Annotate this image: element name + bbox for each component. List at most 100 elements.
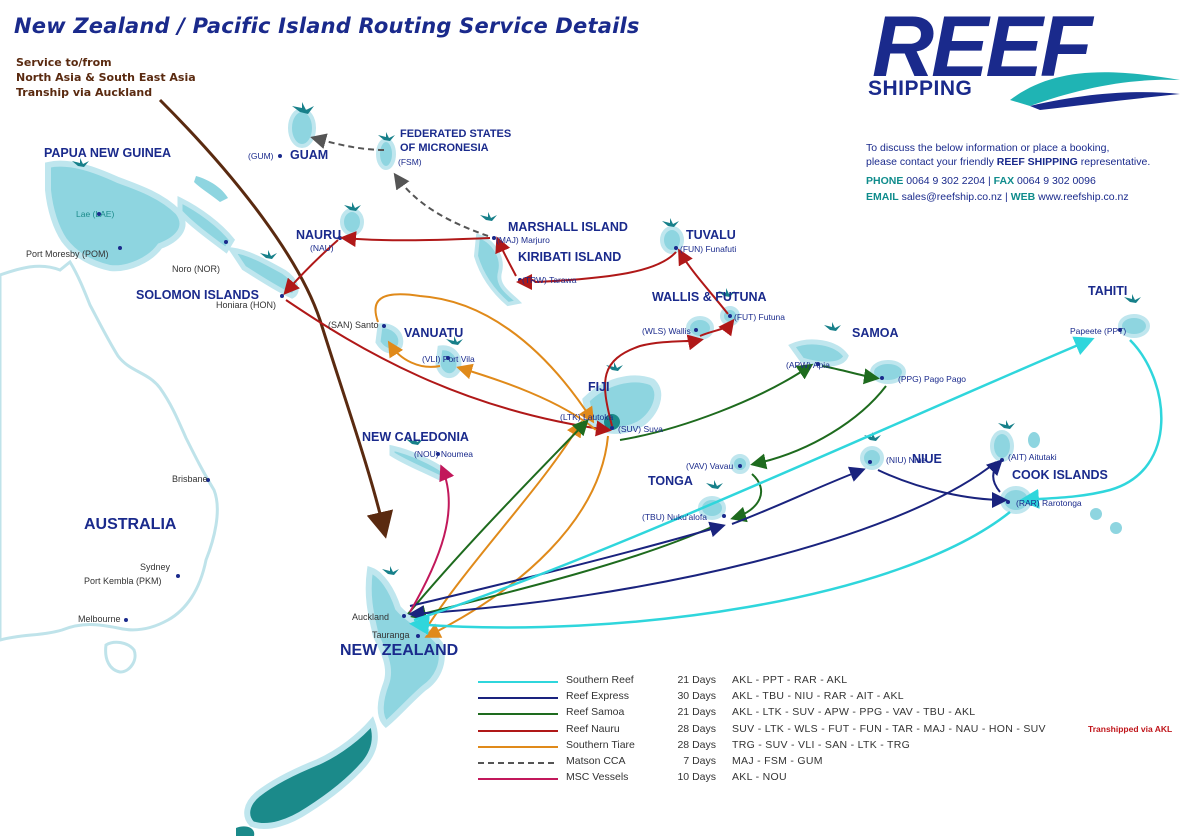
port-nor: Noro (NOR) <box>172 264 221 274</box>
legend-service-name: Reef Express <box>566 690 630 703</box>
label-samoa: SAMOA <box>852 326 899 340</box>
nz-north-island <box>365 566 445 729</box>
port-apw: (APW) Apia <box>786 360 830 370</box>
service-line-3: Tranship via Auckland <box>16 86 153 99</box>
legend-route: AKL - TBU - NIU - RAR - AIT - AKL <box>732 690 904 703</box>
port-san: (SAN) Santo <box>328 320 379 330</box>
port-ppt: Papeete (PPT) <box>1070 326 1127 336</box>
label-nz: NEW ZEALAND <box>340 642 459 659</box>
legend-line-swatch <box>478 778 558 781</box>
tasmania <box>104 640 137 674</box>
route-msc-vessels <box>409 464 455 613</box>
legend-line-swatch <box>478 729 558 732</box>
route-reef-express <box>409 521 726 607</box>
label-nauru: NAURU <box>296 228 342 242</box>
route-reef-nauru <box>604 334 704 427</box>
label-png: PAPUA NEW GUINEA <box>44 146 172 160</box>
legend-days: 21 Days <box>677 674 716 686</box>
vanuatu-landmass <box>375 323 404 354</box>
label-guam: GUAM <box>290 148 329 162</box>
port-ltk: (LTK) Lautoka <box>560 412 614 422</box>
label-new-caledonia: NEW CALEDONIA <box>362 430 469 444</box>
palm-icons <box>72 102 1141 575</box>
legend-route: SUV - LTK - WLS - FUT - FUN - TAR - MAJ … <box>732 722 1046 735</box>
route-southern-reef <box>413 336 1095 622</box>
samoa-landmass <box>788 339 849 367</box>
port-vav: (VAV) Vavau <box>686 461 734 471</box>
png-landmass <box>45 160 186 272</box>
route-reef-samoa <box>407 419 589 615</box>
contact-email-web: EMAIL sales@reefship.co.nz | WEB www.ree… <box>866 191 1129 203</box>
label-australia: AUSTRALIA <box>84 516 177 533</box>
port-ppg: (PPG) Pago Pago <box>898 374 967 384</box>
port-ait: (AIT) Aitutaki <box>1008 452 1057 462</box>
contact-phone-fax: PHONE 0064 9 302 2204 | FAX 0064 9 302 0… <box>866 175 1096 187</box>
port-pkm: Port Kembla (PKM) <box>84 576 162 586</box>
legend-service-name: MSC Vessels <box>566 771 629 784</box>
web-link[interactable]: www.reefship.co.nz <box>1038 191 1129 203</box>
port-vli: (VLI) Port Vila <box>422 354 475 364</box>
port-gum: (GUM) <box>248 151 274 161</box>
wave-icon <box>1010 72 1180 110</box>
legend-service-name: Matson CCA <box>566 755 626 767</box>
legend-line-swatch <box>478 762 558 764</box>
contact-line-1: To discuss the below information or plac… <box>866 142 1110 154</box>
legend-service-name: Southern Tiare <box>566 738 635 751</box>
port-fut: (FUT) Futuna <box>734 312 786 322</box>
legend-days: 28 Days <box>677 722 716 735</box>
nz-south-island <box>244 716 378 830</box>
label-tahiti: TAHITI <box>1088 284 1128 298</box>
label-tuvalu: TUVALU <box>686 228 736 242</box>
port-maj: (MAJ) Marjuro <box>496 235 550 245</box>
port-tauranga: Tauranga <box>372 630 410 640</box>
legend-service-name: Reef Samoa <box>566 706 625 719</box>
port-suv: (SUV) Suva <box>618 424 663 434</box>
legend-days: 28 Days <box>677 738 716 751</box>
port-trw: (TRW) Tarawa <box>522 275 577 285</box>
port-brisbane: Brisbane <box>172 474 208 484</box>
route-matson-cca-2 <box>310 133 385 151</box>
legend-route: AKL - LTK - SUV - APW - PPG - VAV - TBU … <box>732 706 976 719</box>
label-tonga: TONGA <box>648 474 693 488</box>
email-link[interactable]: sales@reefship.co.nz <box>901 191 1003 203</box>
page-title: New Zealand / Pacific Island Routing Ser… <box>14 14 640 38</box>
port-melbourne: Melbourne <box>78 614 121 624</box>
contact-line-2: please contact your friendly REEF SHIPPI… <box>866 156 1151 168</box>
port-nau: (NAU) <box>310 243 334 253</box>
label-vanuatu: VANUATU <box>404 326 464 340</box>
port-pom: Port Moresby (POM) <box>26 249 109 259</box>
service-line-1: Service to/from <box>16 56 112 69</box>
legend-line-swatch <box>478 745 558 748</box>
legend-days: 7 Days <box>683 755 716 767</box>
label-fiji: FIJI <box>588 380 610 394</box>
legend-note: Transhipped via AKL <box>1088 723 1173 734</box>
legend-service-name: Reef Nauru <box>566 722 620 735</box>
route-matson-cca-1 <box>393 172 489 237</box>
label-niue: NIUE <box>912 452 942 466</box>
legend-line-swatch <box>478 713 558 716</box>
port-auckland: Auckland <box>352 612 390 622</box>
label-fsm-2: OF MICRONESIA <box>400 142 489 154</box>
reef-logo-word: REEF <box>872 0 1092 95</box>
port-lae: Lae (LAE) <box>76 209 115 219</box>
port-tbu: (TBU) Nuku'alofa <box>642 512 707 522</box>
label-wallis: WALLIS & FUTUNA <box>652 290 767 304</box>
legend-route: MAJ - FSM - GUM <box>732 755 823 767</box>
legend-route: AKL - PPT - RAR - AKL <box>732 674 848 686</box>
route-southern-tiare <box>423 420 583 633</box>
legend-days: 21 Days <box>677 706 716 719</box>
legend-days: 10 Days <box>677 771 716 784</box>
label-fsm-1: FEDERATED STATES <box>400 128 512 140</box>
port-sydney: Sydney <box>140 562 171 572</box>
port-hon: Honiara (HON) <box>216 300 277 310</box>
port-fsm: (FSM) <box>398 157 422 167</box>
port-wls: (WLS) Wallis <box>642 326 691 336</box>
label-cook: COOK ISLANDS <box>1012 468 1108 482</box>
legend-route: AKL - NOU <box>732 771 787 784</box>
label-kiribati: KIRIBATI ISLAND <box>518 250 622 264</box>
australia-landmass <box>0 259 219 642</box>
legend-service-name: Southern Reef <box>566 674 634 686</box>
label-marshall: MARSHALL ISLAND <box>508 220 628 234</box>
route-asia-transship <box>158 98 394 539</box>
